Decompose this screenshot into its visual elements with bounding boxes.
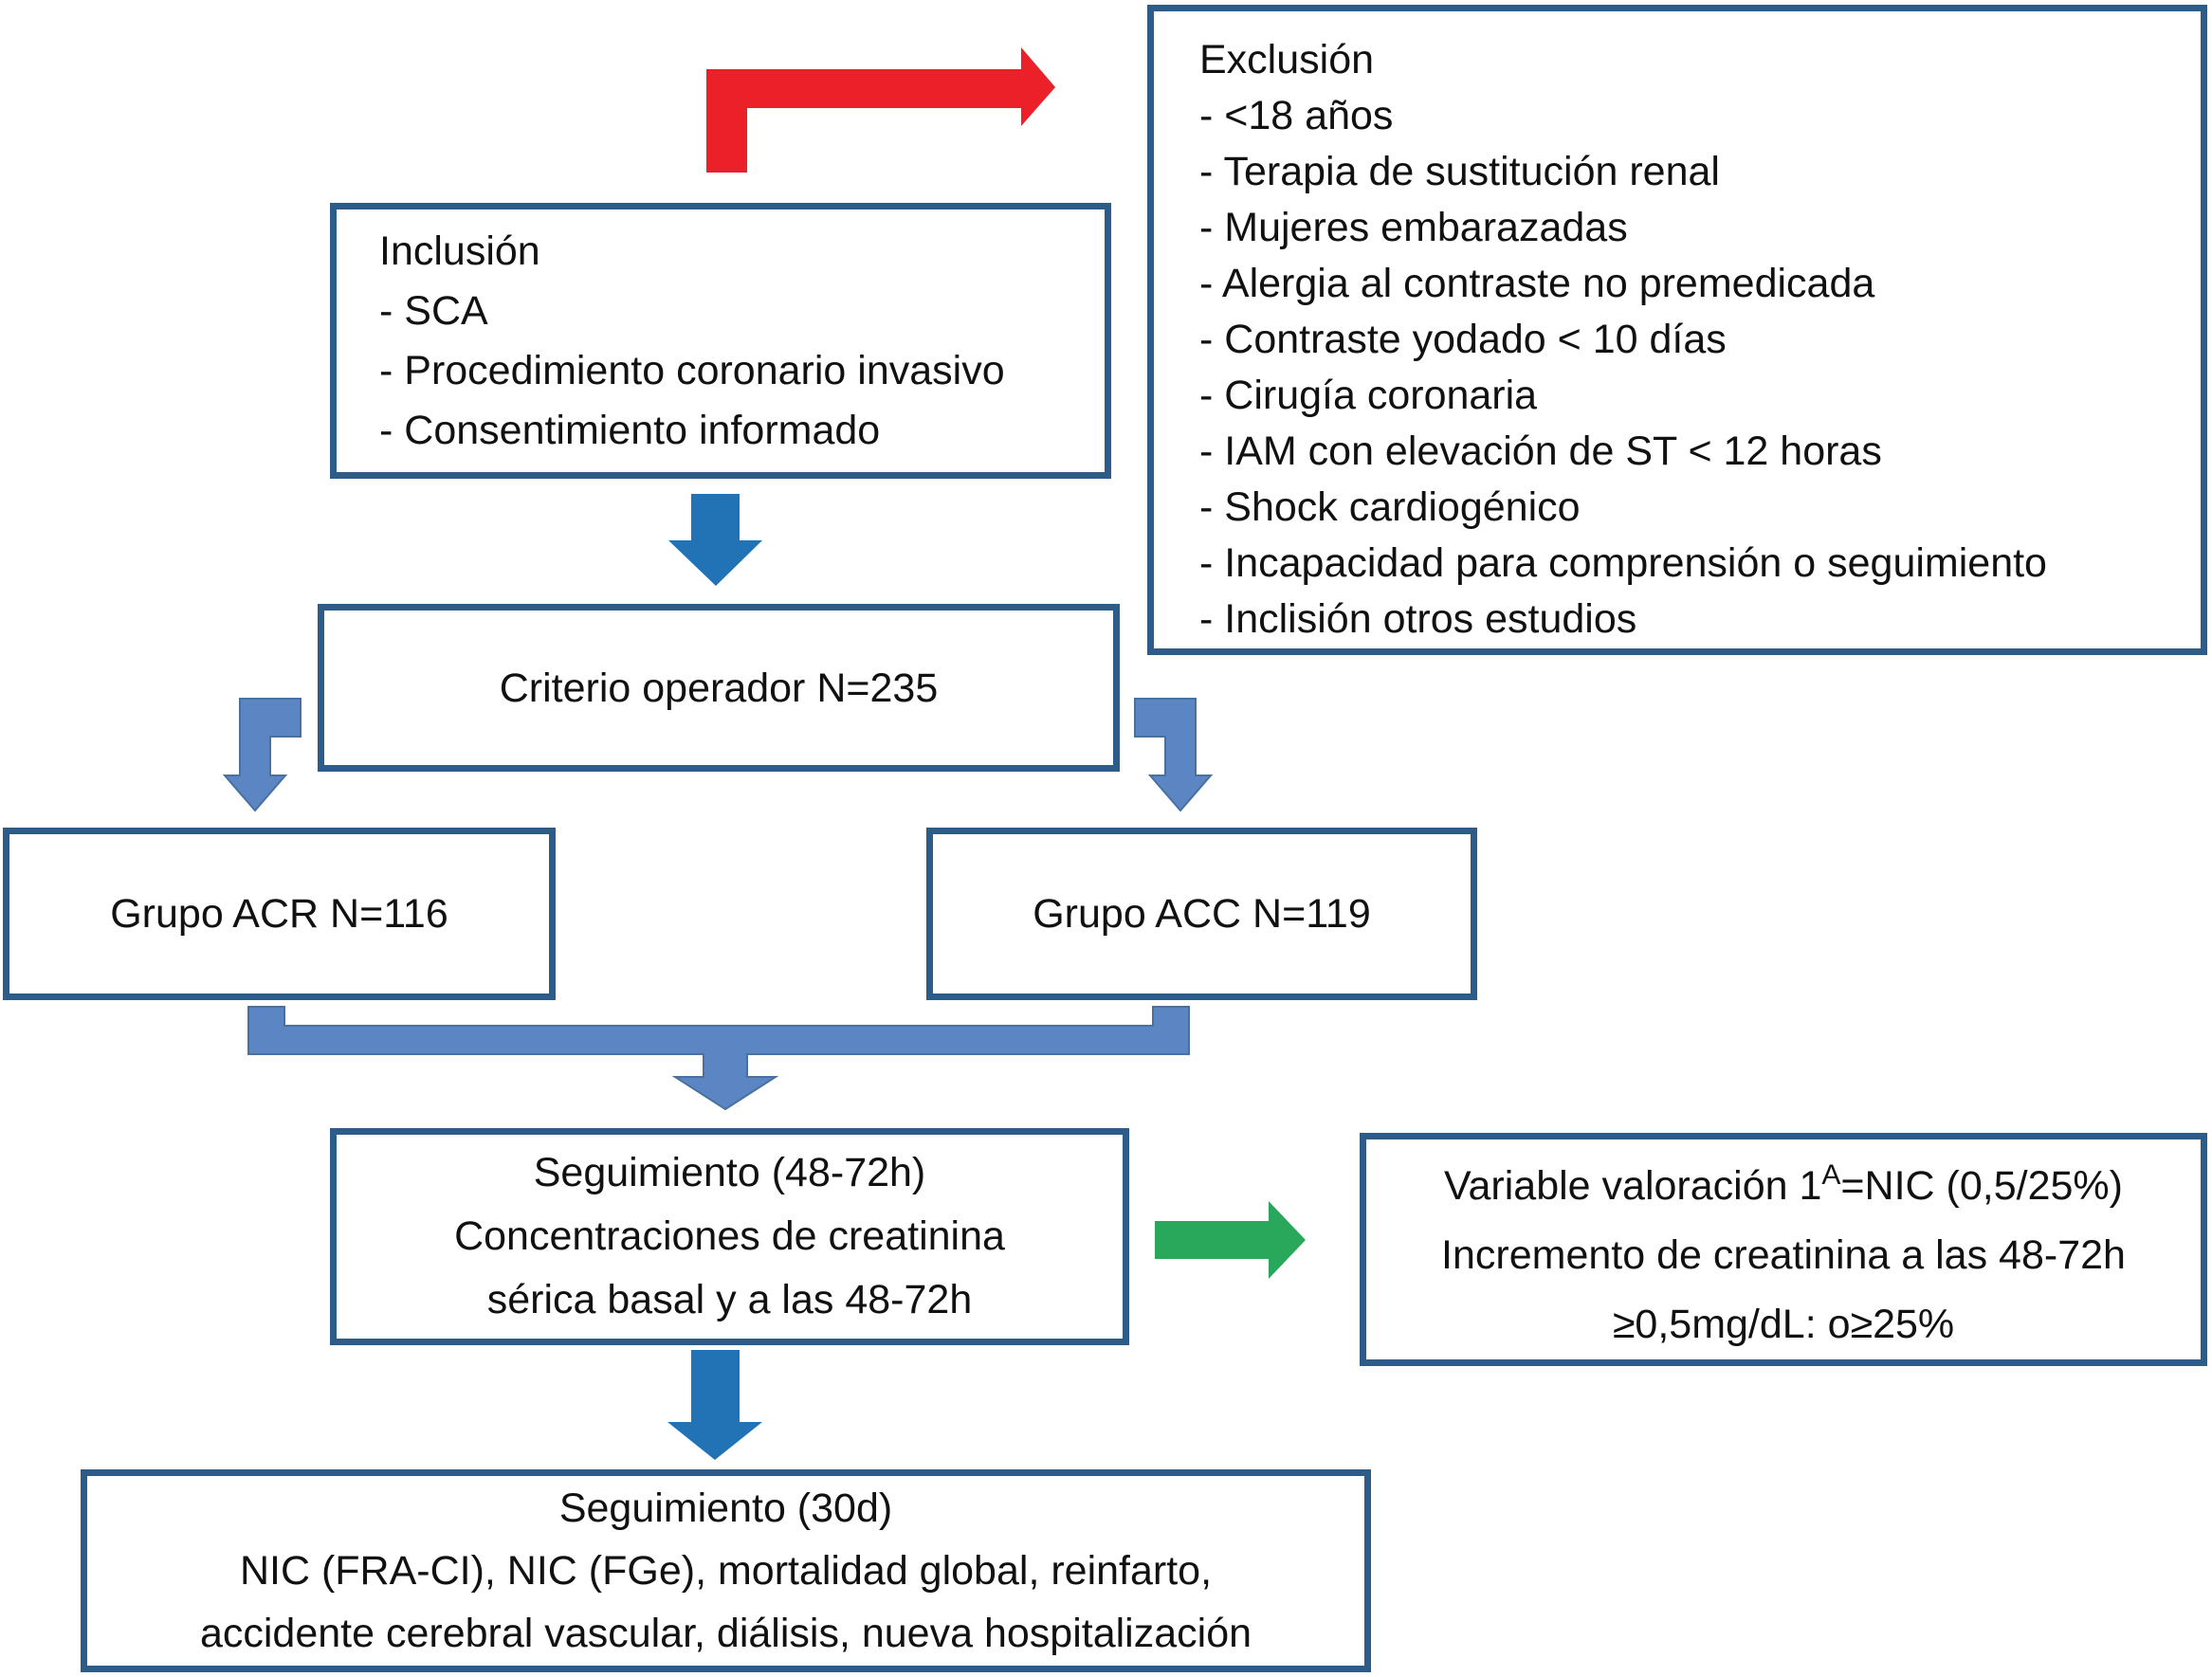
variable-valoracion-line1: Variable valoración 1A=NIC (0,5/25%) [1444,1140,2123,1221]
exclusion-item: - Inclisión otros estudios [1199,596,1637,642]
variable-valoracion-line3: ≥0,5mg/dL: o≥25% [1612,1301,1955,1347]
exclusion-box: Exclusión - <18 años - Terapia de sustit… [1147,5,2207,655]
down-arrow-seguimiento-icon [667,1350,762,1460]
seguimiento-48-72h-box: Seguimiento (48-72h) Concentraciones de … [330,1128,1129,1345]
inclusion-box: Inclusión - SCA - Procedimiento coronari… [330,203,1111,479]
seguimiento-48-72h-line: Concentraciones de creatinina [454,1213,1005,1259]
exclusion-title: Exclusión [1199,37,1375,82]
exclusion-elbow-arrow-icon [706,47,1055,173]
variable-valoracion-line2: Incremento de creatinina a las 48-72h [1441,1231,2126,1278]
variable-valoracion-line1-suffix: =NIC (0,5/25%) [1840,1162,2123,1209]
exclusion-item: - <18 años [1199,93,1394,138]
grupo-acr-label: Grupo ACR N=116 [110,891,448,937]
grupo-acc-box: Grupo ACC N=119 [926,828,1477,1000]
right-arrow-variable-icon [1155,1201,1306,1279]
exclusion-item: - IAM con elevación de ST < 12 horas [1199,428,1882,474]
seguimiento-30d-line: NIC (FRA-CI), NIC (FGe), mortalidad glob… [239,1548,1213,1594]
inclusion-item: - Procedimiento coronario invasivo [379,347,1005,393]
inclusion-item: - Consentimiento informado [379,407,881,453]
exclusion-item: - Contraste yodado < 10 días [1199,317,1727,362]
exclusion-item: - Shock cardiogénico [1199,484,1581,530]
criterio-operador-box: Criterio operador N=235 [318,604,1120,772]
exclusion-item: - Alergia al contraste no premedicada [1199,261,1875,306]
seguimiento-30d-box: Seguimiento (30d) NIC (FRA-CI), NIC (FGe… [81,1469,1371,1672]
down-arrow-inclusion-criterio-icon [668,494,762,586]
inclusion-title: Inclusión [379,228,540,274]
exclusion-item: - Mujeres embarazadas [1199,205,1628,250]
variable-valoracion-box: Variable valoración 1A=NIC (0,5/25%) Inc… [1360,1133,2207,1366]
seguimiento-48-72h-line: sérica basal y a las 48-72h [486,1277,973,1322]
inclusion-item: - SCA [379,287,488,334]
grupo-acc-label: Grupo ACC N=119 [1033,891,1371,937]
seguimiento-30d-line: Seguimiento (30d) [558,1486,893,1531]
variable-valoracion-superscript: A [1821,1158,1841,1191]
elbow-arrow-right-group-icon [1134,698,1214,812]
grupo-acr-box: Grupo ACR N=116 [3,828,556,1000]
seguimiento-30d-line: accidente cerebral vascular, diálisis, n… [199,1611,1252,1656]
seguimiento-48-72h-line: Seguimiento (48-72h) [533,1150,926,1195]
criterio-operador-label: Criterio operador N=235 [499,665,939,711]
exclusion-item: - Incapacidad para comprensión o seguimi… [1199,540,2047,586]
elbow-arrow-left-group-icon [222,698,302,812]
exclusion-item: - Terapia de sustitución renal [1199,149,1720,194]
merge-connector-arrow-icon [247,1006,1190,1111]
exclusion-item: - Cirugía coronaria [1199,373,1538,418]
variable-valoracion-line1-prefix: Variable valoración 1 [1444,1162,1822,1209]
